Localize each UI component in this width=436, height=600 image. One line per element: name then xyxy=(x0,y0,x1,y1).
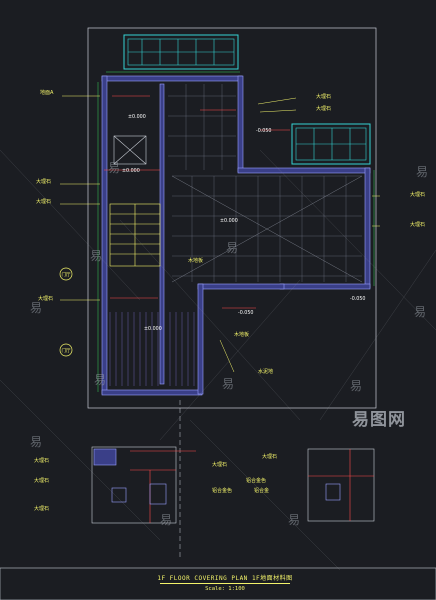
hall-tile-grid xyxy=(171,175,363,283)
level-upper-right: -0.050 xyxy=(256,128,271,134)
green-reference-lines xyxy=(97,71,375,392)
watermark-char-6: 易 xyxy=(350,379,362,393)
label-center-mid: 木地板 xyxy=(188,257,203,264)
watermark-char-8: 易 xyxy=(30,435,42,449)
level-center: ±0.000 xyxy=(220,218,238,224)
sheet-border xyxy=(0,567,436,600)
watermark-char-11: 易 xyxy=(414,305,426,319)
level-left-lower: ±0.000 xyxy=(144,326,162,332)
watermark-char-12: 易 xyxy=(416,165,428,179)
watermark-char-4: 易 xyxy=(30,301,42,315)
circle-2-label: 门厅 xyxy=(62,347,71,354)
level-stair: ±0.000 xyxy=(122,168,140,174)
upper-room-tiles xyxy=(168,84,236,170)
elevator-shaft xyxy=(113,135,147,165)
label-right-mid: 大理石 xyxy=(410,221,425,228)
wood-floor-hatch xyxy=(109,312,195,386)
drawing-title-en: 1F FLOOR COVERING PLAN xyxy=(157,575,248,582)
detail-right-label-1: 大理石 xyxy=(262,453,277,460)
detail-right-label-2: 铝合金色 xyxy=(246,477,266,484)
label-lower-mid: 木地板 xyxy=(234,331,249,338)
detail-right xyxy=(307,448,375,522)
detail-left-label-3: 大理石 xyxy=(34,505,49,512)
label-left-mid: 大理石 xyxy=(36,198,51,205)
drawing-title-cn: 1F地面材料图 xyxy=(251,575,293,582)
label-right-upper: 大理石 xyxy=(410,191,425,198)
detail-center-lines xyxy=(130,450,196,505)
watermark-char-1: 易 xyxy=(108,161,120,175)
label-top-left: 地面A xyxy=(40,89,54,96)
watermark-char-10: 易 xyxy=(288,513,300,527)
level-right: -0.050 xyxy=(350,296,365,302)
detail-left-label-1: 大理石 xyxy=(34,457,49,464)
red-dimension-marks xyxy=(104,95,290,309)
watermark-brand-logo: 易图网 xyxy=(352,410,406,430)
detail-left xyxy=(91,446,177,524)
right-glass-room xyxy=(291,123,371,165)
watermark-tiles: 易 易 易 易 易 易 易 易 易 易 易 易 xyxy=(30,161,428,527)
label-top-center-2: 大理石 xyxy=(316,105,331,112)
label-left-upper: 大理石 xyxy=(36,178,51,185)
detail-mid-label-2: 铝合金色 xyxy=(212,487,232,494)
watermark-char-5: 易 xyxy=(94,373,106,387)
exterior-walls xyxy=(101,75,371,396)
label-left-lower: 大理石 xyxy=(38,295,53,302)
label-bottom-note: 水泥地 xyxy=(258,368,273,375)
detail-right-label-3: 铝合金 xyxy=(254,487,269,494)
drawing-frame xyxy=(87,27,377,409)
label-top-center-1: 大理石 xyxy=(316,93,331,100)
level-circle-2: 门厅 xyxy=(59,343,73,357)
detail-mid-label-1: 大理石 xyxy=(212,461,227,468)
watermark-char-2: 易 xyxy=(226,241,238,255)
staircase xyxy=(109,203,161,267)
drawing-title: 1F FLOOR COVERING PLAN 1F地面材料图 xyxy=(150,573,300,582)
level-top-left: ±0.000 xyxy=(128,114,146,120)
top-balcony-glass xyxy=(123,34,239,70)
level-lower: -0.050 xyxy=(238,310,253,316)
level-circle-1: 门厅 xyxy=(59,267,73,281)
title-underline xyxy=(160,583,290,584)
leader-lines xyxy=(60,95,380,373)
watermark-char-3: 易 xyxy=(90,249,102,263)
detail-left-label-2: 大理石 xyxy=(34,477,49,484)
watermark-diagonals xyxy=(0,149,436,571)
drawing-scale: Scale: 1:100 xyxy=(205,586,245,592)
watermark-char-7: 易 xyxy=(222,377,234,391)
drawing-title-block: 1F FLOOR COVERING PLAN 1F地面材料图 Scale: 1:… xyxy=(150,573,300,592)
watermark-char-9: 易 xyxy=(160,513,172,527)
circle-1-label: 门厅 xyxy=(62,271,71,278)
